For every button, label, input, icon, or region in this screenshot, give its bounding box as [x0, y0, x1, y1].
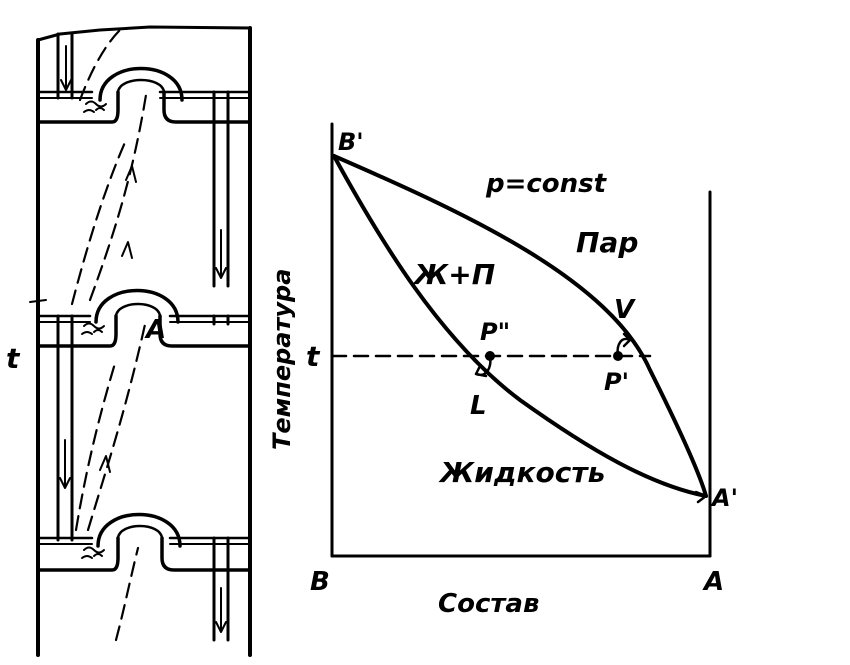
tray-2-bubble-cap: [94, 288, 180, 324]
tray-2-plate: [36, 314, 252, 348]
arrow-to-A-prime: [694, 490, 708, 504]
vapor-path-3: [70, 138, 128, 306]
phase-diagram: Температура Состав B A B' A' p=const Пар…: [268, 122, 738, 619]
x-axis-label: Состав: [438, 589, 539, 619]
corner-B: B: [310, 567, 330, 597]
tray-2-downcomer: [56, 314, 74, 542]
point-B-prime: B': [338, 128, 364, 156]
distillation-column: t A: [6, 25, 252, 657]
tray-2-downcomer-right: [212, 314, 230, 326]
arrow-P-prime-to-V: [616, 332, 632, 358]
tray-1-cap-inner: [116, 78, 166, 94]
tray-1-bubbles: [83, 100, 107, 113]
vapor-path-4: [86, 318, 148, 532]
vapor-path-2: [88, 93, 148, 302]
tray-1-plate: [36, 90, 252, 124]
top-downcomer: [56, 32, 74, 100]
tray-3-plate: [36, 536, 252, 572]
region-vapor: Пар: [576, 226, 638, 259]
pressure-label: p=const: [485, 169, 608, 199]
vapor-path-6: [114, 546, 140, 642]
vapor-path-1: [78, 28, 122, 102]
downcomer-3-flow-arrow: [215, 587, 227, 633]
tray-1-bubble-cap: [98, 66, 184, 102]
column-level-t: t: [6, 342, 21, 375]
point-A-prime: A': [710, 484, 738, 512]
liquid-curve: [332, 154, 708, 498]
tray-3: [36, 512, 252, 642]
arrow-P-double-to-L: [474, 354, 492, 378]
tray-1-downcomer: [212, 90, 230, 288]
tray-3-bubbles: [81, 546, 105, 559]
tray-2-cap-inner: [114, 302, 162, 318]
vapor-arrowheads: [99, 165, 137, 473]
downcomer-2-flow-arrow: [59, 439, 71, 489]
vapor-curve: [332, 154, 708, 498]
corner-A: A: [702, 567, 724, 597]
tray-2: [29, 288, 252, 542]
tray-2-bubbles: [81, 322, 105, 335]
top-downcomer-flow-arrow: [60, 45, 72, 91]
tray-1: [36, 32, 252, 288]
label-L: L: [470, 391, 487, 421]
tray-3-bubble-cap: [96, 512, 182, 548]
tray-3-cap-inner: [116, 524, 164, 540]
region-liquid: Жидкость: [438, 456, 605, 489]
left-wall-break: [29, 299, 47, 303]
y-axis-label: Температура: [268, 269, 296, 450]
label-P-prime: P': [604, 368, 629, 396]
tray-3-downcomer: [212, 536, 230, 642]
column-top-edge: [36, 25, 252, 42]
diagram-level-t: t: [306, 340, 321, 373]
label-V: V: [614, 295, 636, 325]
region-two-phase: Ж+П: [412, 258, 495, 291]
column-point-A: A: [144, 315, 166, 345]
downcomer-1-flow-arrow: [215, 229, 227, 279]
label-P-double: P": [480, 318, 510, 346]
vapor-path-5: [74, 358, 118, 532]
